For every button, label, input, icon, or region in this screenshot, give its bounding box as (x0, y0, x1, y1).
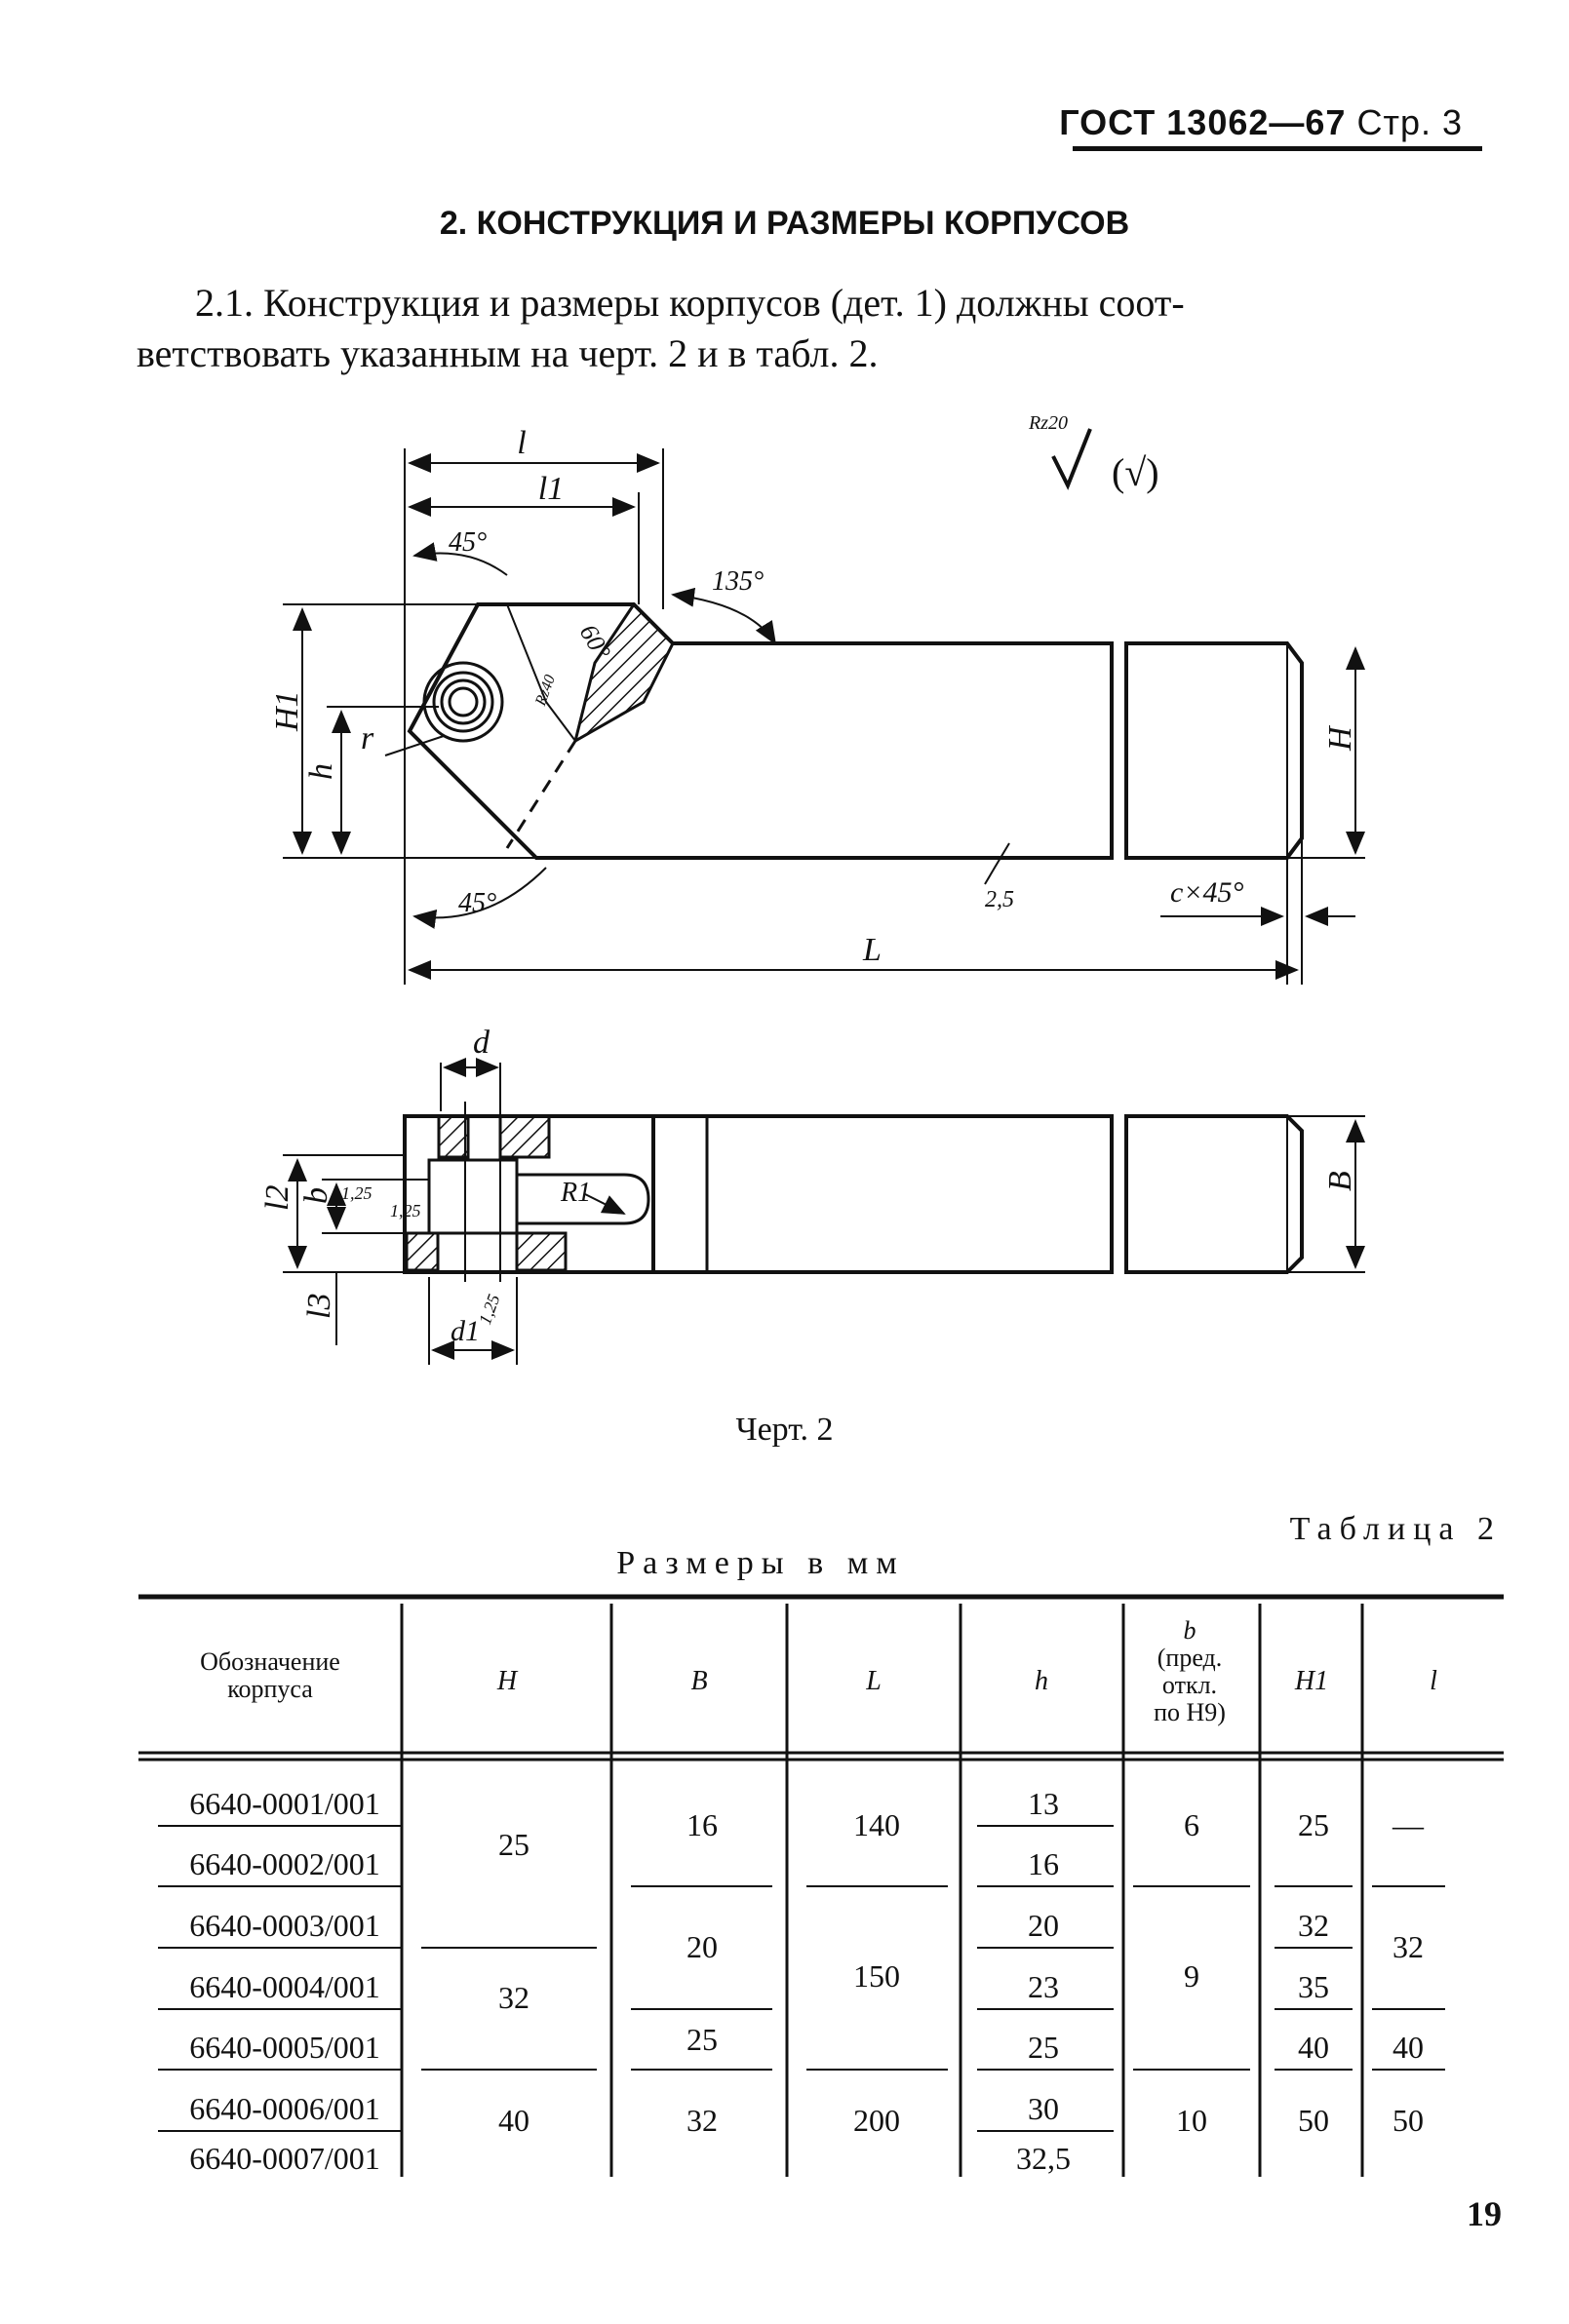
header-h: h (1035, 1666, 1048, 1696)
top-view (283, 428, 1365, 985)
label-l: l (517, 425, 526, 461)
header-B: B (690, 1666, 707, 1696)
cell-designation: 6640-0004/001 (189, 1969, 380, 2004)
label-l3: l3 (301, 1294, 337, 1319)
header-b-4: по H9) (1154, 1698, 1226, 1726)
cell-H1: 25 (1298, 1807, 1329, 1842)
cell-l: 40 (1392, 2030, 1424, 2065)
label-roughness-paren: (√) (1112, 450, 1159, 494)
paragraph-line-1: 2.1. Конструкция и размеры корпусов (дет… (195, 281, 1185, 325)
cell-l: 32 (1392, 1929, 1424, 1964)
cell-designation: 6640-0001/001 (189, 1786, 380, 1821)
cell-b: 6 (1184, 1807, 1199, 1842)
label-angle45-bottom: 45° (458, 888, 496, 918)
cell-h: 25 (1028, 2030, 1059, 2065)
cell-H: 25 (498, 1827, 530, 1862)
cell-h: 23 (1028, 1969, 1059, 2004)
label-L: L (862, 932, 882, 968)
cell-L: 150 (853, 1958, 900, 1994)
cell-l: 50 (1392, 2103, 1424, 2138)
header-rule (1073, 146, 1482, 151)
label-h: h (303, 763, 339, 780)
label-125b: 1,25 (390, 1201, 421, 1220)
label-angle135: 135° (712, 566, 764, 597)
cell-L: 200 (853, 2103, 900, 2138)
label-125a: 1,25 (341, 1183, 373, 1203)
table-units: Размеры в мм (616, 1545, 905, 1581)
cell-b: 9 (1184, 1958, 1199, 1994)
header-H: H (496, 1666, 519, 1696)
cell-H1: 40 (1298, 2030, 1329, 2065)
page-number: 19 (1467, 2194, 1502, 2233)
label-H: H (1322, 724, 1358, 752)
standard-header: ГОСТ 13062—67 Стр. 3 (975, 102, 1463, 143)
cell-H1: 50 (1298, 2103, 1329, 2138)
dimension-table: Обозначение корпуса H B L h b (пред. отк… (138, 1594, 1504, 2177)
header-L: L (865, 1666, 882, 1696)
label-d: d (473, 1025, 490, 1061)
label-b: b (298, 1187, 334, 1204)
label-rz20: Rz20 (1028, 412, 1068, 434)
paragraph-line-2: ветствовать указанным на черт. 2 и в таб… (137, 331, 879, 375)
header-b-3: откл. (1162, 1671, 1217, 1699)
figure-caption: Черт. 2 (735, 1412, 834, 1448)
cell-designation: 6640-0002/001 (189, 1846, 380, 1881)
cell-H1: 35 (1298, 1969, 1329, 2004)
label-angle45-top: 45° (449, 527, 487, 558)
label-l2: l2 (259, 1185, 295, 1211)
label-B: B (1322, 1171, 1358, 1191)
label-chamfer: c×45° (1170, 876, 1244, 909)
cell-b: 10 (1176, 2103, 1207, 2138)
table-name: Таблица 2 (1289, 1511, 1502, 1547)
section-title: 2. КОНСТРУКЦИЯ И РАЗМЕРЫ КОРПУСОВ (439, 205, 1130, 242)
technical-drawing: l l1 45° 135° 60° Rz40 Rz20 (√) H1 h r H… (259, 412, 1365, 1365)
side-view (283, 1058, 1365, 1365)
label-H1: H1 (269, 690, 305, 732)
cell-h: 30 (1028, 2091, 1059, 2126)
cell-designation: 6640-0005/001 (189, 2030, 380, 2065)
cell-h: 20 (1028, 1908, 1059, 1943)
cell-designation: 6640-0003/001 (189, 1908, 380, 1943)
cell-h: 13 (1028, 1786, 1059, 1821)
label-r: r (361, 720, 374, 756)
cell-l: — (1392, 1807, 1425, 1842)
cell-designation: 6640-0006/001 (189, 2091, 380, 2126)
cell-B: 25 (686, 2022, 718, 2057)
cell-H1: 32 (1298, 1908, 1329, 1943)
label-d1: d1 (451, 1315, 480, 1347)
label-125c: 1,25 (475, 1292, 504, 1327)
header-H1: H1 (1294, 1666, 1328, 1696)
header-designation-1: Обозначение (200, 1647, 340, 1676)
header-designation-2: корпуса (227, 1675, 313, 1703)
label-R1: R1 (560, 1178, 591, 1208)
cell-H: 40 (498, 2103, 530, 2138)
cell-B: 20 (686, 1929, 718, 1964)
cell-B: 32 (686, 2103, 718, 2138)
page-label: Стр. 3 (1356, 102, 1463, 142)
cell-H: 32 (498, 1980, 530, 2015)
cell-L: 140 (853, 1807, 900, 1842)
paragraph: 2.1. Конструкция и размеры корпусов (дет… (137, 278, 1492, 379)
label-roughness-25: 2,5 (985, 887, 1014, 912)
cell-h: 16 (1028, 1846, 1059, 1881)
header-b-2: (пред. (1157, 1644, 1223, 1672)
header-l: l (1430, 1666, 1437, 1696)
cell-designation: 6640-0007/001 (189, 2141, 380, 2176)
standard-code: ГОСТ 13062—67 (1059, 102, 1347, 142)
cell-B: 16 (686, 1807, 718, 1842)
cell-h: 32,5 (1016, 2141, 1071, 2176)
header-b-1: b (1184, 1616, 1196, 1645)
label-l1: l1 (538, 471, 564, 507)
